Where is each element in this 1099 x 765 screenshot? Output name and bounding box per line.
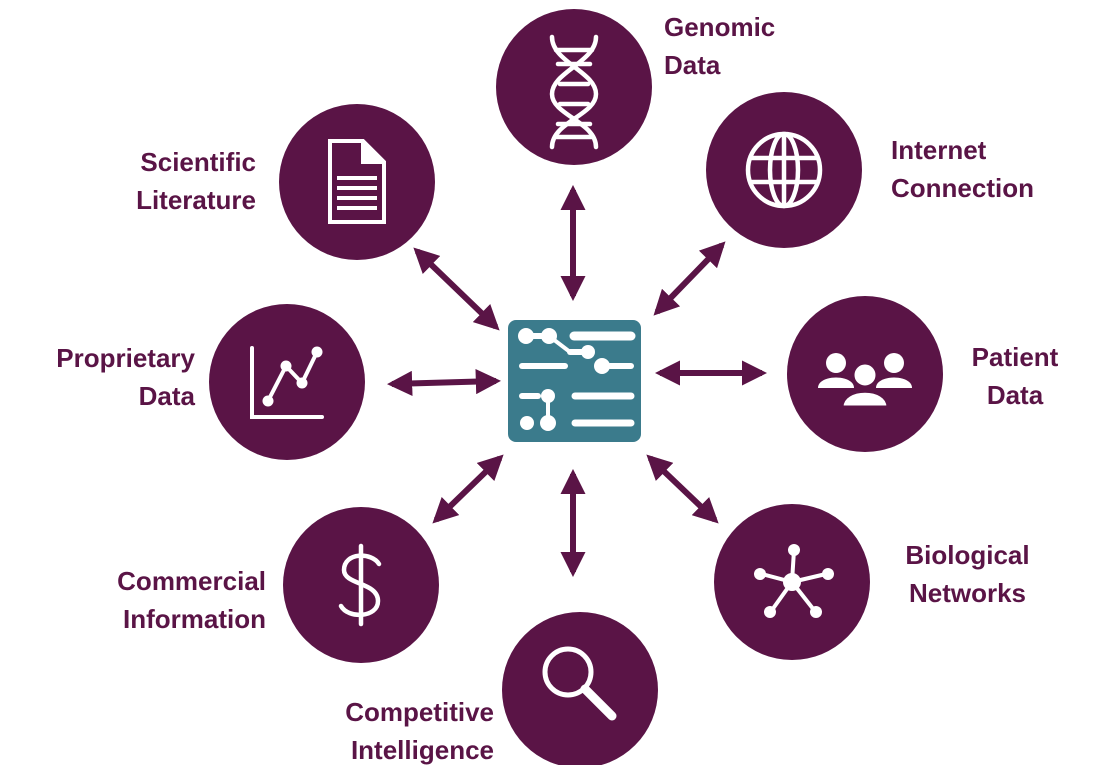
label-genomic-line-1: Genomic (664, 12, 776, 42)
label-competitive-line-2: Intelligence (350, 735, 494, 765)
label-scientific-literature: Scientific Literature (90, 143, 256, 219)
node-internet-connection (706, 92, 862, 248)
label-biological-networks: Biological Networks (885, 536, 1050, 612)
connector-arrows (386, 184, 768, 578)
label-internet-line-1: Internet (891, 135, 987, 165)
label-genomic-data: Genomic Data (664, 8, 775, 84)
label-patient-line-1: Patient (971, 342, 1059, 372)
people-icon (818, 353, 912, 409)
network-icon (754, 544, 834, 618)
arrow-biological (646, 454, 719, 524)
label-commercial-information: Commercial Information (60, 562, 266, 638)
label-patient-data: Patient Data (955, 338, 1075, 414)
data-integration-icon (518, 328, 636, 431)
globe-icon (745, 131, 823, 209)
dollar-icon (338, 543, 382, 627)
label-genomic-line-2: Data (664, 50, 721, 80)
label-internet-line-2: Connection (891, 173, 1034, 203)
label-internet-connection: Internet Connection (891, 131, 1034, 207)
central-hub (508, 320, 641, 442)
arrow-commercial (432, 454, 504, 524)
arrow-proprietary (386, 368, 502, 397)
node-genomic-data (496, 9, 652, 165)
arrow-scientific (413, 247, 500, 331)
hub-tile (508, 320, 641, 442)
node-commercial-information (283, 507, 439, 663)
dna-icon (549, 34, 599, 150)
magnifier-icon (542, 646, 617, 721)
label-scientific-line-2: Literature (136, 185, 256, 215)
node-patient-data (787, 296, 943, 452)
label-proprietary-line-1: Proprietary (56, 343, 195, 373)
label-patient-line-2: Data (986, 380, 1044, 410)
node-proprietary-data (209, 304, 365, 460)
node-competitive-intelligence (502, 612, 658, 765)
label-proprietary-line-2: Data (138, 381, 195, 411)
line-chart-icon (250, 346, 324, 419)
label-proprietary-data: Proprietary Data (5, 339, 195, 415)
node-biological-networks (714, 504, 870, 660)
label-competitive-intelligence: Competitive Intelligence (290, 693, 494, 765)
arrow-internet (653, 241, 726, 316)
label-biological-line-1: Biological (905, 540, 1030, 570)
label-commercial-line-1: Commercial (117, 566, 266, 596)
label-commercial-line-2: Information (123, 604, 266, 634)
document-icon (328, 139, 386, 224)
node-scientific-literature (279, 104, 435, 260)
label-competitive-line-1: Competitive (345, 697, 494, 727)
label-scientific-line-1: Scientific (140, 147, 256, 177)
label-biological-line-2: Networks (908, 578, 1027, 608)
